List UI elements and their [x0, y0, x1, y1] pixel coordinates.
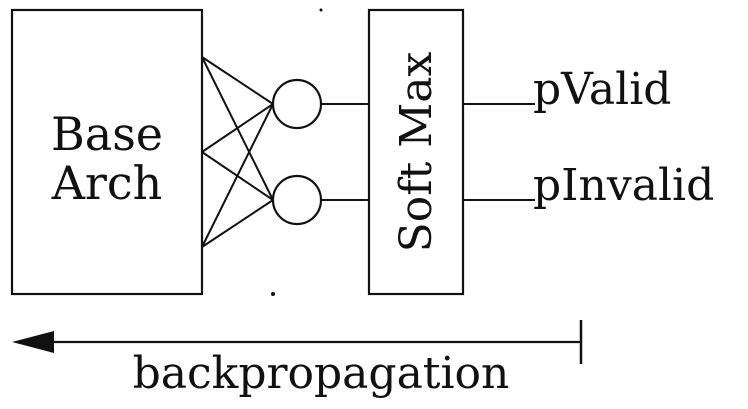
connection-line — [201, 199, 274, 248]
backprop-label: backpropagation — [133, 348, 510, 399]
stray-dot — [271, 292, 275, 296]
softmax-box — [367, 8, 465, 296]
connection-lines — [201, 56, 274, 248]
connection-line — [201, 103, 274, 153]
output-label-invalid: pInvalid — [533, 160, 714, 211]
backprop-arrow-head — [12, 331, 54, 353]
connection-line — [201, 56, 274, 105]
stray-dot — [319, 8, 323, 12]
output-label-valid: pValid — [533, 64, 671, 115]
connection-line — [201, 103, 274, 248]
neuron-invalid — [271, 174, 323, 226]
neuron-valid — [271, 78, 323, 130]
base-arch-label-line1: Base — [51, 107, 163, 161]
softmax-label: Soft Max — [391, 51, 442, 252]
base-arch-label-line2: Arch — [51, 156, 163, 210]
